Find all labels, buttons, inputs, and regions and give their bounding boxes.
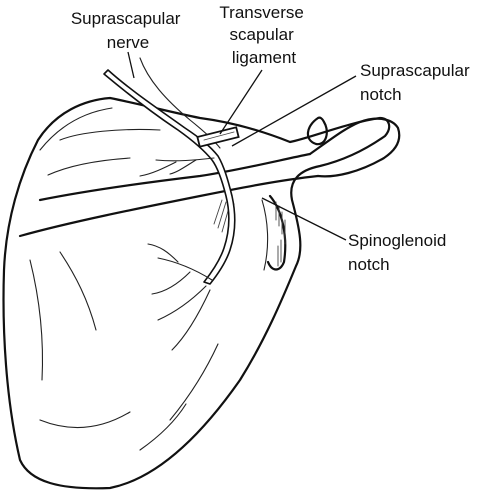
glenoid-rim [266,194,287,271]
infraspinous-contour-5 [139,403,187,451]
label-suprascapular-notch: Suprascapular notch [360,61,474,104]
leader-spinoglenoid-notch [261,197,347,241]
leader-transverse-ligament [219,69,263,135]
supraspinous-fossa-line-1 [59,128,161,141]
infraspinous-contour-2 [59,251,97,331]
scapula-outline [2,96,391,490]
label-spinoglenoid-notch: Spinoglenoid notch [348,231,451,274]
glenoid-neck [261,199,269,271]
acromion-tip [306,116,328,146]
leader-suprascapular-notch [231,75,357,147]
label-suprascapular-nerve: Suprascapular nerve [71,9,185,52]
infraspinous-contour-1 [29,259,44,381]
acromion [308,117,401,178]
scapular-spine-lower [18,174,320,238]
nerve-branches-infraspinatus [147,243,213,351]
infraspinous-contour-3 [39,411,131,429]
suprascapular-nerve [103,69,236,285]
scapular-spine-upper [38,152,312,202]
nerve-branches-supraspinatus [139,157,215,177]
transverse-scapular-ligament [196,126,240,148]
infraspinous-contour-4 [169,343,219,421]
medial-border-contour [39,107,113,151]
supraspinous-fossa-line-2 [47,157,131,176]
leader-suprascapular-nerve [127,51,135,79]
label-transverse-scapular-ligament: Transverse scapular ligament [219,3,308,67]
